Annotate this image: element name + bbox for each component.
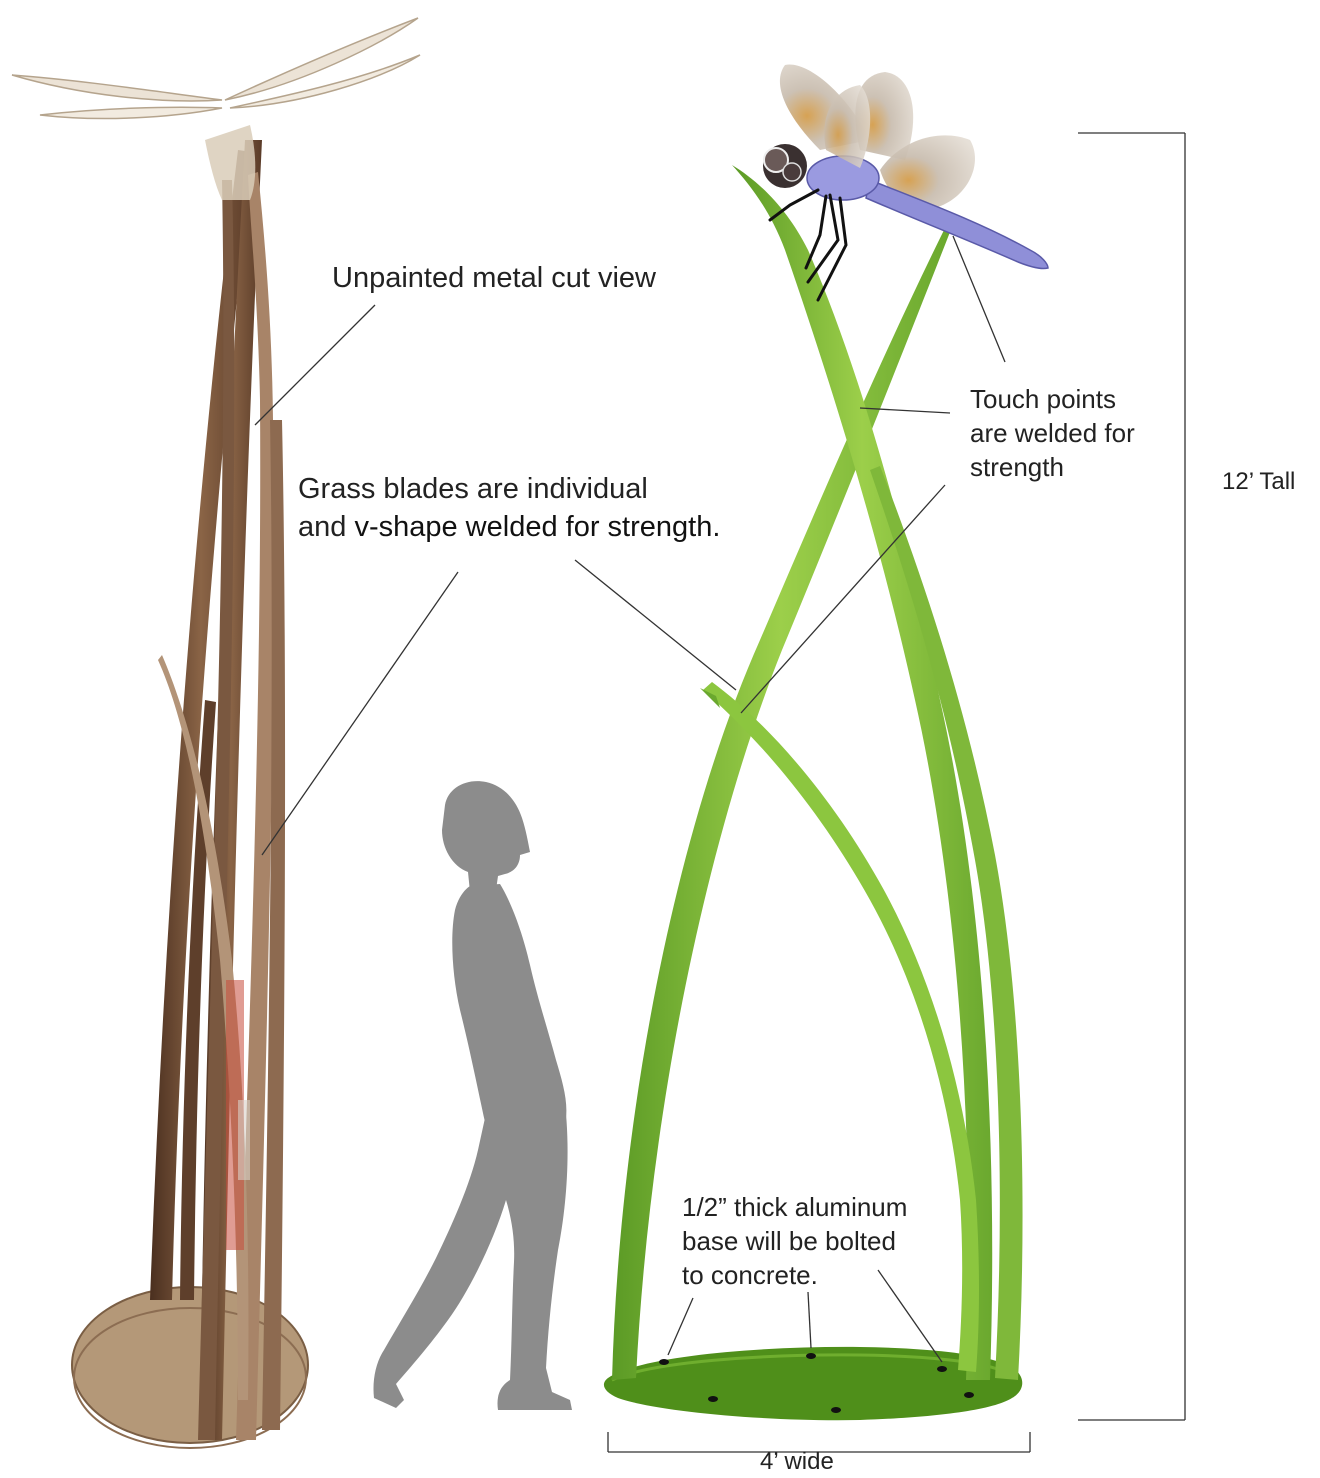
label-grass-line2-bold: v-shape welded for strength. — [354, 511, 720, 543]
bolt-hole — [659, 1359, 669, 1365]
leader-base-2 — [808, 1292, 811, 1348]
label-base: 1/2” thick aluminum base will be bolted … — [682, 1190, 907, 1292]
label-unpainted-metal: Unpainted metal cut view — [332, 262, 656, 295]
label-grass-line2-prefix: and — [298, 511, 354, 543]
height-dimension-bracket — [1078, 133, 1185, 1420]
bolt-hole — [937, 1366, 947, 1372]
label-touch-line3: strength — [970, 450, 1135, 484]
bolt-hole — [708, 1396, 718, 1402]
label-width: 4’ wide — [760, 1448, 834, 1476]
leader-metal-cut — [255, 305, 375, 425]
label-touch-line1: Touch points — [970, 382, 1135, 416]
bolt-hole — [831, 1407, 841, 1413]
label-grass-blades: Grass blades are individual and v-shape … — [298, 470, 720, 546]
leader-touch-upper — [953, 236, 1005, 362]
label-base-line1: 1/2” thick aluminum — [682, 1190, 907, 1224]
label-touch-line2: are welded for — [970, 416, 1135, 450]
dragonfly-thorax — [807, 156, 879, 200]
label-height: 12’ Tall — [1222, 468, 1295, 496]
label-touch-points: Touch points are welded for strength — [970, 382, 1135, 484]
maquette-wing-left — [12, 75, 222, 101]
bolt-hole — [964, 1392, 974, 1398]
label-base-line2: base will be bolted — [682, 1224, 907, 1258]
label-base-line3: to concrete. — [682, 1258, 907, 1292]
maquette-illustration — [12, 18, 420, 1448]
label-grass-line1: Grass blades are individual — [298, 470, 720, 508]
leader-base-1 — [668, 1298, 693, 1355]
leader-grass-right — [575, 560, 736, 690]
person-silhouette — [373, 781, 572, 1410]
bolt-hole — [806, 1353, 816, 1359]
label-grass-line2: and v-shape welded for strength. — [298, 508, 720, 546]
leader-grass-left — [262, 572, 458, 855]
